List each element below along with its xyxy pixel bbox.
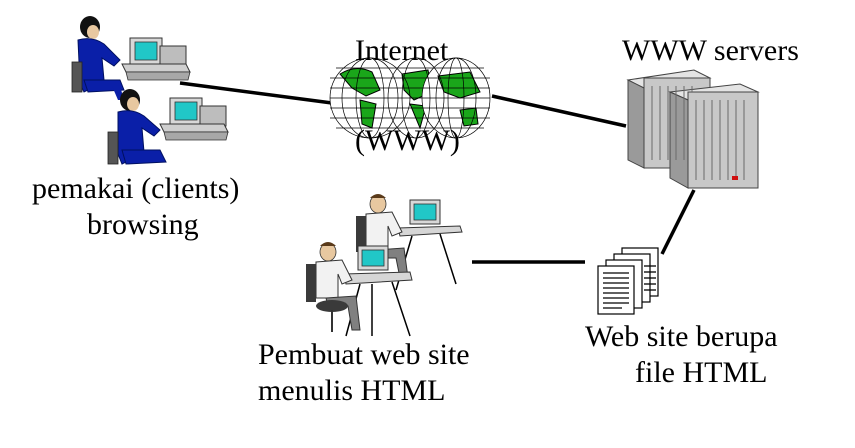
- connector-internet-servers: [491, 94, 627, 128]
- author-label-line2: menulis HTML: [258, 374, 446, 407]
- developers-at-desks-icon: [306, 194, 463, 337]
- www-label: (WWW): [355, 124, 460, 157]
- servers-label: WWW servers: [622, 34, 799, 67]
- connector-servers-website: [660, 189, 696, 255]
- developer-lower: [306, 242, 413, 337]
- server-tower-icon: [626, 69, 760, 189]
- globe-icon: [329, 57, 491, 139]
- client-top: [71, 16, 191, 100]
- website-label-line1: Web site berupa: [585, 320, 778, 353]
- client-bottom: [107, 89, 229, 165]
- website-label-line2: file HTML: [635, 356, 768, 389]
- users-at-computers-icon: [71, 16, 229, 165]
- document-stack-icon: [597, 247, 659, 315]
- connections: [179, 81, 696, 264]
- connector-clients-internet: [179, 81, 333, 105]
- clients-label-line1: pemakai (clients): [32, 172, 240, 205]
- author-label-line1: Pembuat web site: [258, 338, 470, 371]
- clients-label-line2: browsing: [87, 208, 199, 241]
- internet-label: Internet: [355, 34, 449, 67]
